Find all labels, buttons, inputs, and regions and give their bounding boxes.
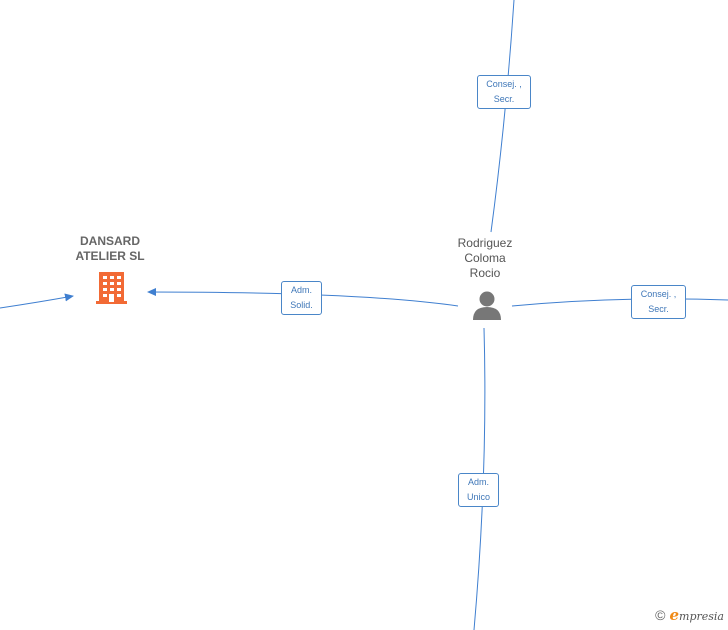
brand-name: mpresia	[679, 610, 724, 623]
edge-right	[511, 298, 728, 307]
company-name-line2: ATELIER SL	[75, 249, 145, 263]
role-box-bottom[interactable]: Adm. Unico	[458, 473, 499, 507]
role-top-line1: Consej. ,	[486, 79, 522, 89]
edge-incoming-to-company	[0, 293, 74, 309]
copyright-symbol: ©	[655, 607, 666, 623]
person-icon[interactable]	[472, 290, 502, 321]
role-left-line1: Adm.	[290, 285, 312, 295]
role-bottom-line1: Adm.	[467, 477, 489, 487]
brand-initial: e	[669, 606, 680, 624]
person-name-line2: Coloma	[464, 251, 506, 265]
edge-top	[490, 0, 515, 233]
building-icon[interactable]	[95, 271, 128, 305]
edge-left-to-company	[147, 288, 459, 307]
role-box-right[interactable]: Consej. , Secr.	[631, 285, 686, 319]
role-top-line2: Secr.	[493, 94, 515, 104]
empresia-logo: ©empresia	[655, 606, 724, 624]
role-bottom-line2: Unico	[466, 492, 490, 502]
role-box-top[interactable]: Consej. , Secr.	[477, 75, 531, 109]
role-right-line1: Consej. ,	[640, 289, 677, 299]
person-name[interactable]: Rodriguez Coloma Rocio	[440, 236, 530, 281]
role-left-line2: Solid.	[290, 300, 313, 310]
company-name[interactable]: DANSARD ATELIER SL	[60, 234, 160, 264]
role-box-left[interactable]: Adm. Solid.	[281, 281, 322, 315]
person-name-line3: Rocio	[469, 266, 501, 280]
person-name-line1: Rodriguez	[457, 236, 513, 250]
company-name-line1: DANSARD	[80, 234, 140, 248]
role-right-line2: Secr.	[648, 304, 669, 314]
